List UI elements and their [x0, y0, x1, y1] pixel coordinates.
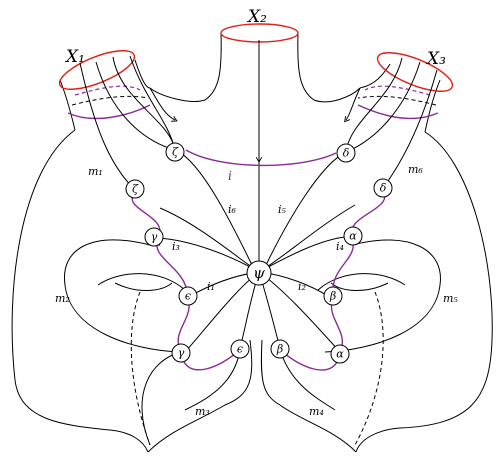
node-label: γ	[178, 347, 185, 360]
label-m2: m₂	[55, 292, 70, 305]
boundary-x1	[58, 50, 136, 90]
strand-m6	[382, 69, 438, 189]
node-label: ϵ	[237, 343, 243, 356]
label-arc-i: i	[228, 169, 232, 183]
label-x3: X₃	[425, 49, 446, 69]
node-label: δ	[343, 147, 350, 160]
node-psi-center: ψ	[246, 260, 272, 286]
surface-outline	[11, 32, 493, 453]
label-i6: i₆	[228, 203, 237, 216]
right-handle	[317, 239, 441, 446]
label-i5: i₅	[278, 203, 287, 216]
node-label: δ	[380, 182, 387, 195]
node-label: ϵ	[185, 290, 191, 303]
node-delta: δ	[373, 178, 393, 198]
label-m1: m₁	[88, 165, 103, 178]
node-alpha-top: α	[343, 226, 363, 246]
strand-m1	[79, 62, 136, 191]
node-beta-bottom: β	[270, 339, 290, 359]
label-i1: i₁	[207, 280, 215, 293]
arc-i	[185, 149, 337, 167]
node-alpha: α	[330, 344, 350, 364]
center-label: ψ	[253, 264, 265, 282]
label-m6: m₆	[408, 163, 423, 176]
label-i4: i₄	[336, 240, 344, 253]
node-delta-top: δ	[336, 143, 356, 163]
node-label: γ	[151, 231, 158, 244]
collar-left	[67, 104, 151, 120]
left-handle	[63, 239, 186, 446]
boundary-x3	[376, 52, 454, 92]
node-gamma: γ	[171, 343, 191, 363]
label-x2: X₂	[246, 7, 267, 27]
node-label: β	[329, 290, 336, 303]
label-m3: m₃	[195, 405, 210, 418]
node-epsilon-bottom: ϵ	[230, 339, 250, 359]
label-x1: X₁	[64, 47, 85, 67]
collar-right	[357, 104, 439, 120]
label-i3: i₃	[172, 240, 180, 253]
label-m4: m₄	[309, 405, 324, 418]
node-label: α	[336, 348, 344, 361]
node-label: ζ	[172, 146, 179, 159]
node-zeta: ζ	[125, 179, 145, 199]
label-i2: i₂	[298, 280, 306, 293]
node-beta: β	[323, 286, 343, 306]
node-gamma-top: γ	[144, 227, 164, 247]
node-label: α	[349, 230, 357, 243]
label-m5: m₅	[443, 292, 458, 305]
node-epsilon: ϵ	[178, 286, 198, 306]
node-label: ζ	[132, 183, 139, 196]
node-label: β	[276, 343, 283, 356]
node-zeta-top: ζ	[165, 142, 185, 162]
